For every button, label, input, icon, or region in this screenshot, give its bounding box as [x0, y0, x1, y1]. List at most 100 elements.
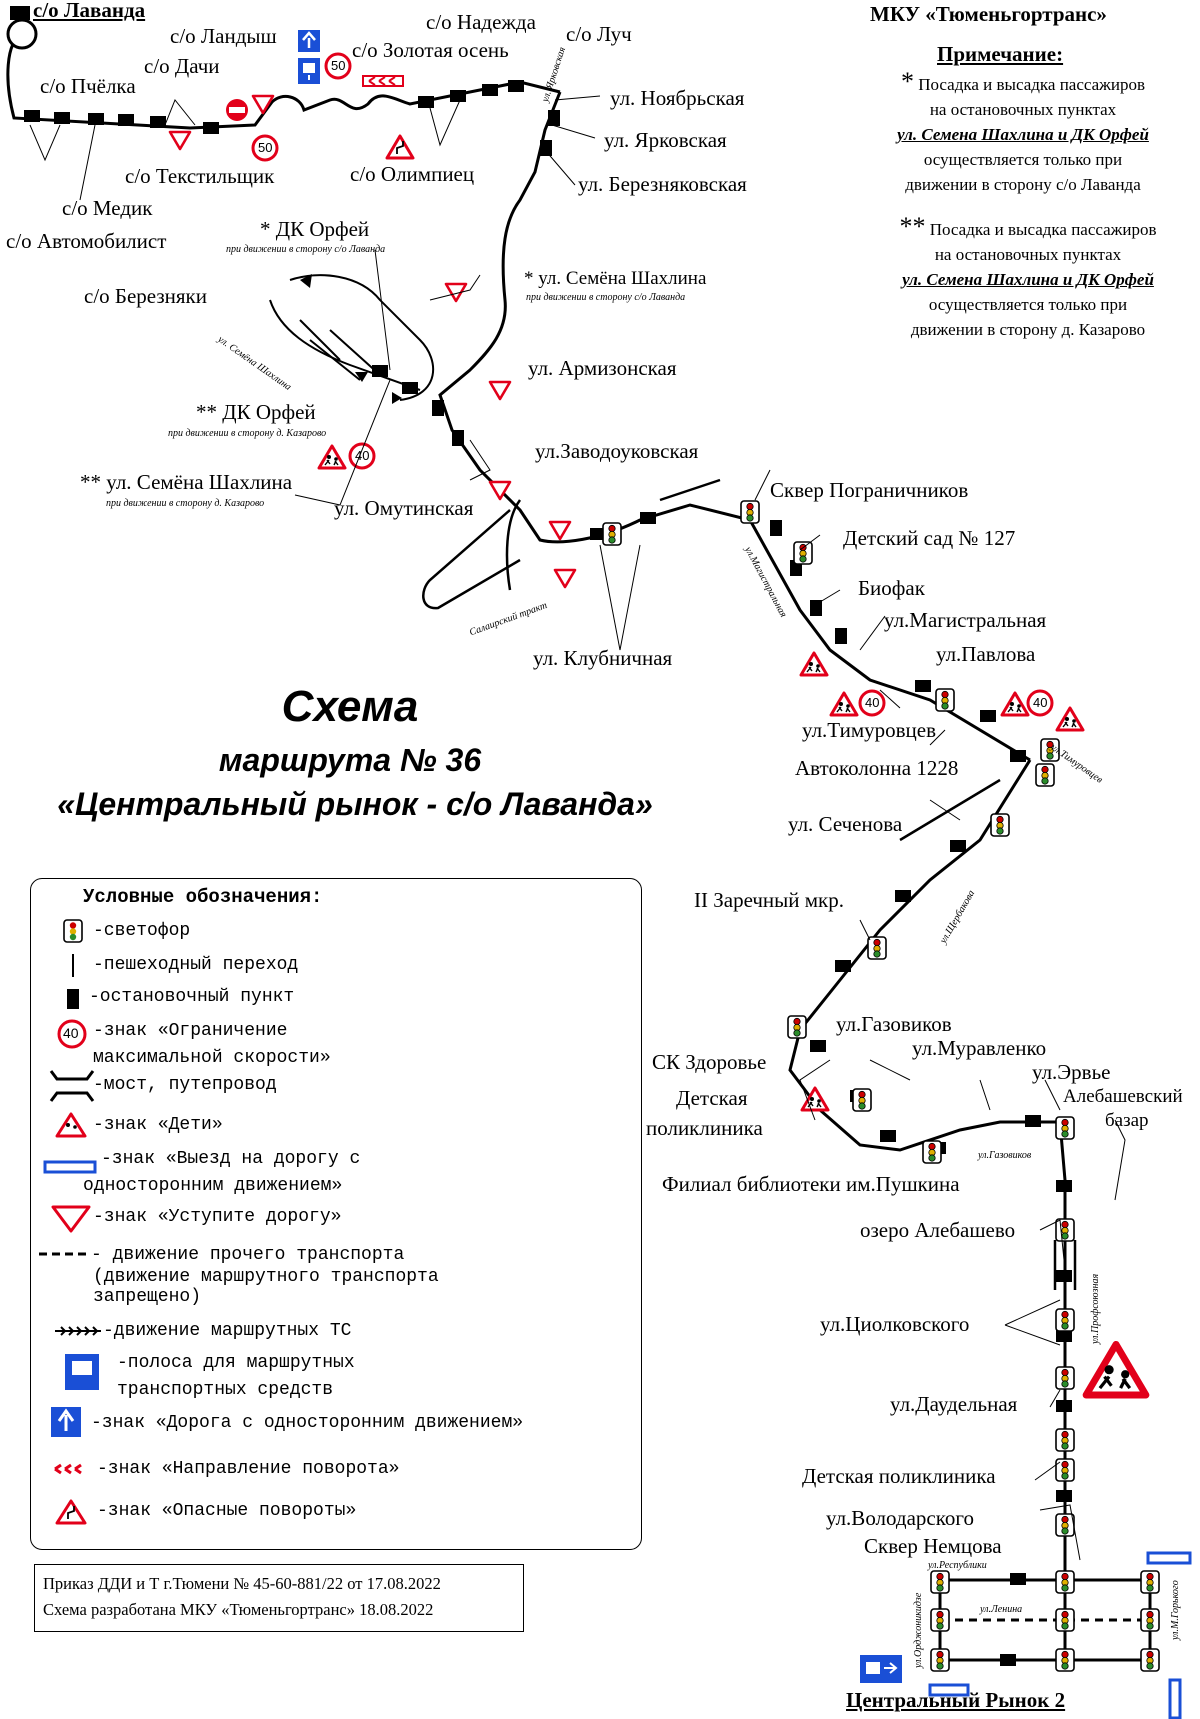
legend-bus-lane-1: -полоса для маршрутных: [117, 1353, 355, 1373]
stop-berezniaki: с/о Березняки: [84, 284, 207, 308]
legend-crossing: -пешеходный переход: [93, 955, 299, 975]
stop-zolotaya: с/о Золотая осень: [352, 38, 509, 62]
speed-50-a: 50: [331, 58, 346, 73]
legend-one-way-road: -знак «Дорога с односторонним движением»: [91, 1413, 524, 1433]
note-2-star: **: [899, 212, 926, 241]
stop-shahlina-1-note: при движении в сторону с/о Лаванда: [526, 292, 686, 303]
stop-dk-orfey-1-note: при движении в сторону с/о Лаванда: [226, 244, 386, 255]
footer: Приказ ДДИ и Т г.Тюмени № 45-60-881/22 о…: [34, 1564, 524, 1632]
stop-det-poliklinika-2: поликлиника: [646, 1116, 763, 1140]
one-way-road-sign: [298, 30, 320, 52]
street-m-gorkogo: ул.М.Горького: [1170, 1580, 1181, 1640]
speed-limit-signs: [251, 52, 1054, 717]
org-name: МКУ «Тюменьгортранс»: [870, 2, 1107, 26]
stop-shahlina-2: ** ул. Семёна Шахлина: [80, 470, 293, 494]
stop-erve: ул.Эрвье: [1032, 1060, 1111, 1084]
stop-armizonskaya: ул. Армизонская: [528, 356, 677, 380]
one-way-exit-signs: [928, 1551, 1192, 1719]
stop-dk-orfey-1: * ДК Орфей: [260, 217, 370, 241]
stop-olimpiec: с/о Олимпиец: [350, 162, 475, 186]
title-line-3: «Центральный рынок - с/о Лаванда»: [57, 786, 653, 822]
stop-dk-orfey-2: ** ДК Орфей: [196, 400, 316, 424]
lavanda-stop-marker: [10, 6, 30, 20]
street-lenina: ул.Ленина: [980, 1604, 1023, 1615]
street-ordzhonikidze: ул.Орджоникидзе: [913, 1592, 924, 1668]
stop-det-poliklinika: Детская поликлиника: [802, 1464, 996, 1488]
note-2: ** Посадка и высадка пассажиров на остан…: [858, 214, 1198, 342]
stop-central-market-2: Центральный Рынок 2: [846, 1688, 1066, 1712]
stop-lavanda: с/о Лаванда: [33, 0, 146, 22]
footer-order: Приказ ДДИ и Т г.Тюмени № 45-60-881/22 о…: [43, 1574, 441, 1593]
legend-one-way-exit-2: односторонним движением»: [83, 1176, 343, 1196]
stop-avtokolonna: Автоколонна 1228: [795, 756, 959, 780]
note-2-line-e: движении в сторону д. Казарово: [910, 320, 1146, 339]
stop-klubnichnaya: ул. Клубничная: [533, 646, 673, 670]
lavanda-loop: [6, 18, 38, 50]
note-1: * Посадка и высадка пассажиров на остано…: [858, 69, 1188, 197]
stop-alebash-bazar-2: базар: [1105, 1110, 1149, 1131]
legend: Условные обозначения: -светофор -пешеход…: [30, 878, 642, 1550]
stop-omutinskaya: ул. Омутинская: [334, 496, 474, 520]
stop-landysh: с/о Ландыш: [170, 24, 277, 48]
note-1-line-e: движении в сторону с/о Лаванда: [905, 175, 1141, 194]
stop-volodarskogo: ул.Володарского: [826, 1506, 974, 1530]
legend-route-traffic: -движение маршрутных ТС: [103, 1321, 352, 1341]
speed-50-b: 50: [258, 140, 273, 155]
stop-muravlenko: ул.Муравленко: [912, 1036, 1047, 1060]
legend-turn-direction: -знак «Направление поворота»: [97, 1459, 400, 1479]
footer-developer: Схема разработана МКУ «Тюменьгортранс» 1…: [43, 1600, 434, 1619]
stop-shahlina-2-note: при движении в сторону д. Казарово: [106, 498, 265, 509]
stop-medik: с/о Медик: [62, 196, 153, 220]
street-gazovikov: ул.Газовиков: [978, 1150, 1032, 1161]
stop-luch: с/о Луч: [566, 22, 632, 46]
legend-bus-lane-2: транспортных средств: [117, 1380, 334, 1400]
street-respubliki: ул.Республики: [928, 1560, 987, 1571]
bus-lane-exit-sign: [860, 1655, 902, 1683]
legend-title: Условные обозначения:: [83, 886, 323, 908]
legend-stop-point: -остановочный пункт: [89, 987, 295, 1007]
stop-alebash-bazar-1: Алебашевский: [1063, 1086, 1183, 1107]
stop-nadezhda: с/о Надежда: [426, 10, 536, 34]
title-line-1: Схема: [281, 682, 419, 731]
stop-ciolkovskogo: ул.Циолковского: [820, 1312, 970, 1336]
legend-one-way-exit-1: -знак «Выезд на дорогу с: [101, 1149, 361, 1169]
stop-magistralnaya: ул.Магистральная: [884, 608, 1047, 632]
street-profsoyuznaya: ул.Профсоюзная: [1090, 1273, 1101, 1344]
stop-skver-nemcova: Сквер Немцова: [864, 1534, 1002, 1558]
stop-timurovcev: ул.Тимуровцев: [802, 718, 937, 742]
stop-avtomobilist: с/о Автомобилист: [6, 229, 167, 253]
title-line-2: маршрута № 36: [218, 742, 482, 778]
stop-detsad-127: Детский сад № 127: [843, 526, 1016, 550]
legend-give-way: -знак «Уступите дорогу»: [93, 1207, 342, 1227]
legend-children: -знак «Дети»: [93, 1115, 223, 1135]
legend-speed-limit-2: максимальной скорости»: [93, 1048, 331, 1068]
stop-bereznyakovskaya: ул. Березняковская: [578, 172, 747, 196]
legend-other-traffic-2: (движение маршрутного транспорта: [93, 1267, 439, 1287]
note-1-line-d: осуществляется только при: [923, 150, 1123, 169]
note-2-line-a: Посадка и высадка пассажиров: [929, 220, 1157, 239]
stop-dachi: с/о Дачи: [144, 54, 220, 78]
legend-bridge: -мост, путепровод: [93, 1075, 277, 1095]
stop-skver-pogranichnikov: Сквер Пограничников: [770, 478, 969, 502]
stop-biofak: Биофак: [858, 576, 925, 600]
legend-other-traffic-3: запрещено): [93, 1287, 202, 1307]
note-1-line-a: Посадка и высадка пассажиров: [918, 75, 1146, 94]
note-1-line-c: ул. Семена Шахлина и ДК Орфей: [897, 125, 1149, 144]
stop-tekstilshik: с/о Текстильщик: [125, 164, 275, 188]
speed-40-a: 40: [355, 448, 370, 463]
speed-40-c: 40: [1033, 695, 1048, 710]
note-2-line-b: на остановочных пунктах: [934, 245, 1122, 264]
stop-zavodoukovskaya: ул.Заводоуковская: [535, 439, 699, 463]
stop-sk-zdorovie: СК Здоровье: [652, 1050, 767, 1074]
stop-ozero-alebashevo: озеро Алебашево: [860, 1218, 1016, 1242]
stop-pchelka: с/о Пчёлка: [40, 74, 136, 98]
note-2-line-d: осуществляется только при: [928, 295, 1128, 314]
stop-noyabrskaya: ул. Ноябрьская: [610, 86, 745, 110]
note-1-line-b: на остановочных пунктах: [929, 100, 1117, 119]
stop-pavlova: ул.Павлова: [936, 642, 1036, 666]
dangerous-turns-sign: [385, 134, 415, 160]
legend-speed-sample: 40: [63, 1025, 79, 1041]
stop-sechenova: ул. Сеченова: [788, 812, 903, 836]
route-stop-markers: [24, 80, 1072, 1666]
